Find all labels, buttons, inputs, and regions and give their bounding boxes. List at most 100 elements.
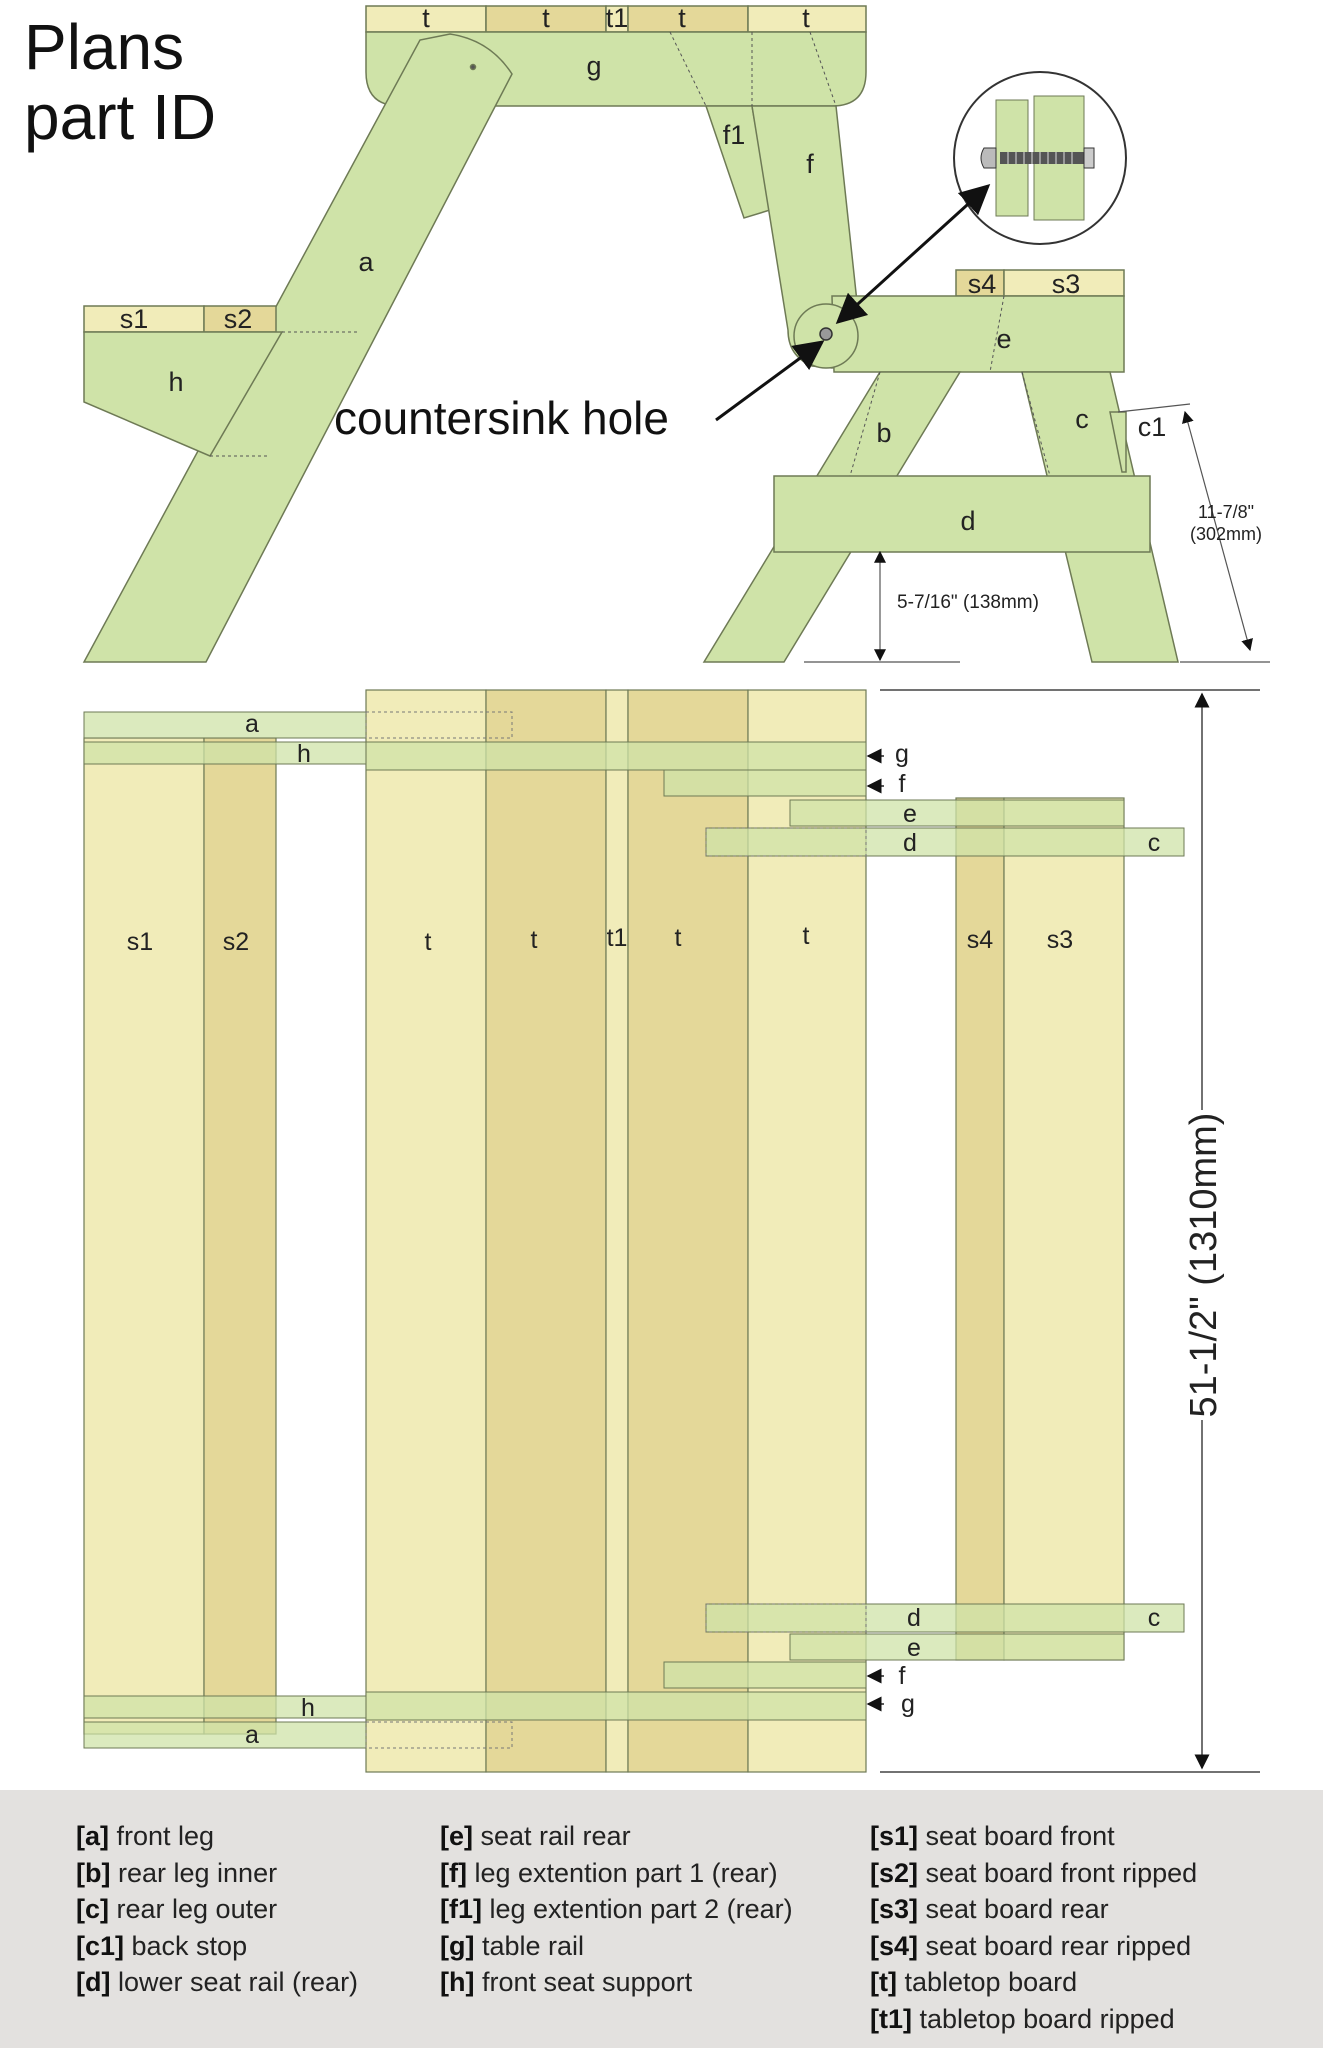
- bolt-detail: [953, 71, 1127, 245]
- legend-code: [b]: [76, 1857, 111, 1888]
- legend-item: [s2] seat board front ripped: [870, 1855, 1197, 1892]
- legend-text: rear leg outer: [109, 1894, 278, 1924]
- label-g: g: [586, 51, 601, 81]
- legend-item: [b] rear leg inner: [76, 1855, 358, 1892]
- legend-column-2: [e] seat rail rear[f] leg extention part…: [440, 1818, 793, 2001]
- plan-label-g-top: g: [895, 740, 909, 768]
- plan-label-f-bot: f: [899, 1662, 906, 1690]
- callout-countersink-hole: countersink hole: [334, 392, 669, 444]
- legend-code: [c]: [76, 1894, 109, 1924]
- plan-label-g-bot: g: [901, 1690, 915, 1718]
- plan-rail-e-top: [789, 799, 1125, 827]
- plan-rail-a-bot: [83, 1721, 367, 1749]
- title-line-2: part ID: [24, 81, 217, 153]
- plan-label-t1: t1: [607, 924, 628, 952]
- legend-code: [a]: [76, 1821, 109, 1851]
- legend-item: [t] tabletop board: [870, 1964, 1197, 2001]
- plan-label-s4: s4: [967, 926, 994, 954]
- plan-s4: [955, 797, 1005, 1661]
- dim-height-mm: (302mm): [1190, 524, 1262, 544]
- plan-label-t-4: t: [803, 922, 810, 950]
- legend-item: [e] seat rail rear: [440, 1818, 793, 1855]
- plan-label-d-bot: d: [907, 1604, 921, 1632]
- plan-label-d-top: d: [903, 829, 917, 857]
- plan-rail-h-top: [83, 741, 367, 765]
- side-pivot-g: [469, 63, 477, 71]
- plan-t-2: [485, 689, 607, 1773]
- legend-text: table rail: [474, 1930, 585, 1961]
- label-s4: s4: [968, 269, 997, 299]
- legend-code: [f1]: [440, 1894, 482, 1924]
- plan-rails: [83, 711, 1185, 1749]
- plan-label-h-bot: h: [301, 1694, 315, 1722]
- plan-rail-g-top: [365, 741, 867, 771]
- legend-item: [s1] seat board front: [870, 1818, 1197, 1855]
- label-f: f: [806, 149, 814, 179]
- legend-item: [c] rear leg outer: [76, 1891, 358, 1928]
- label-b: b: [876, 418, 891, 448]
- label-s1: s1: [120, 304, 149, 334]
- plan-rail-e-bot: [789, 1633, 1125, 1661]
- plan-label-a-top: a: [245, 710, 259, 738]
- side-lower-rail-d: [773, 475, 1151, 553]
- plan-rail-f-bot: [663, 1661, 867, 1689]
- label-s2: s2: [224, 304, 253, 334]
- legend-code: [c1]: [76, 1930, 125, 1961]
- parts-legend: [a] front leg[b] rear leg inner[c] rear …: [0, 1790, 1323, 2048]
- plan-t-4: [747, 689, 867, 1773]
- title-line-1: Plans: [24, 11, 185, 83]
- side-hidden-lines: [210, 31, 1051, 477]
- legend-column-3: [s1] seat board front[s2] seat board fro…: [870, 1818, 1197, 2037]
- legend-item: [f1] leg extention part 2 (rear): [440, 1891, 793, 1928]
- plan-labels: a h g f e d c s1 s2 t t t1 t t s4 s3 d c…: [127, 710, 1160, 1749]
- legend-text: tabletop board ripped: [912, 2003, 1175, 2034]
- countersink-leader-arrow: [715, 340, 825, 422]
- legend-text: tabletop board: [896, 1967, 1078, 1997]
- side-view: [82, 5, 1179, 663]
- detail-leader-arrow: [835, 183, 991, 325]
- legend-item: [s3] seat board rear: [870, 1891, 1197, 1928]
- countersink-hole-marker: [819, 327, 833, 341]
- legend-code: [s2]: [870, 1857, 919, 1888]
- plan-length-dimension: [880, 689, 1260, 1773]
- legend-code: [e]: [440, 1821, 473, 1851]
- plan-t1: [605, 689, 629, 1773]
- plan-rail-a-top: [83, 711, 367, 739]
- legend-text: back stop: [124, 1930, 248, 1961]
- side-tabletop-t3: [627, 5, 749, 33]
- legend-item: [a] front leg: [76, 1818, 358, 1855]
- plan-label-c-top: c: [1148, 829, 1161, 857]
- side-seat-s1: [83, 305, 205, 333]
- plan-label-s3: s3: [1047, 926, 1073, 954]
- label-f1: f1: [723, 120, 746, 150]
- plan-label-s1: s1: [127, 928, 153, 956]
- legend-code: [s3]: [870, 1894, 919, 1924]
- legend-text: leg extention part 2 (rear): [482, 1894, 793, 1924]
- legend-text: seat board rear ripped: [918, 1930, 1192, 1961]
- plan-pointer-arrows: [866, 748, 884, 1712]
- label-e: e: [996, 324, 1011, 354]
- plan-label-e-top: e: [903, 800, 917, 828]
- legend-code: [t]: [870, 1967, 897, 1997]
- legend-column-1: [a] front leg[b] rear leg inner[c] rear …: [76, 1818, 358, 2001]
- label-c: c: [1075, 404, 1089, 434]
- legend-text: seat board rear: [918, 1894, 1109, 1924]
- plan-rail-hidden: [365, 711, 867, 1749]
- legend-code: [s4]: [870, 1930, 919, 1961]
- side-dimensions: [804, 403, 1270, 663]
- legend-text: rear leg inner: [110, 1857, 278, 1888]
- plan-label-c-bot: c: [1148, 1604, 1161, 1632]
- plan-rail-d-top: [705, 827, 1185, 857]
- plan-s2: [203, 737, 277, 1735]
- plan-t-3: [627, 689, 749, 1773]
- legend-text: seat board front: [918, 1821, 1115, 1851]
- legend-item: [s4] seat board rear ripped: [870, 1928, 1197, 1965]
- label-s3: s3: [1052, 269, 1081, 299]
- label-t-d: t: [802, 3, 810, 33]
- legend-code: [f]: [440, 1857, 467, 1888]
- plan-view: [83, 689, 1125, 1773]
- plan-rail-f-top: [663, 769, 867, 797]
- legend-item: [d] lower seat rail (rear): [76, 1964, 358, 2001]
- legend-code: [s1]: [870, 1821, 919, 1851]
